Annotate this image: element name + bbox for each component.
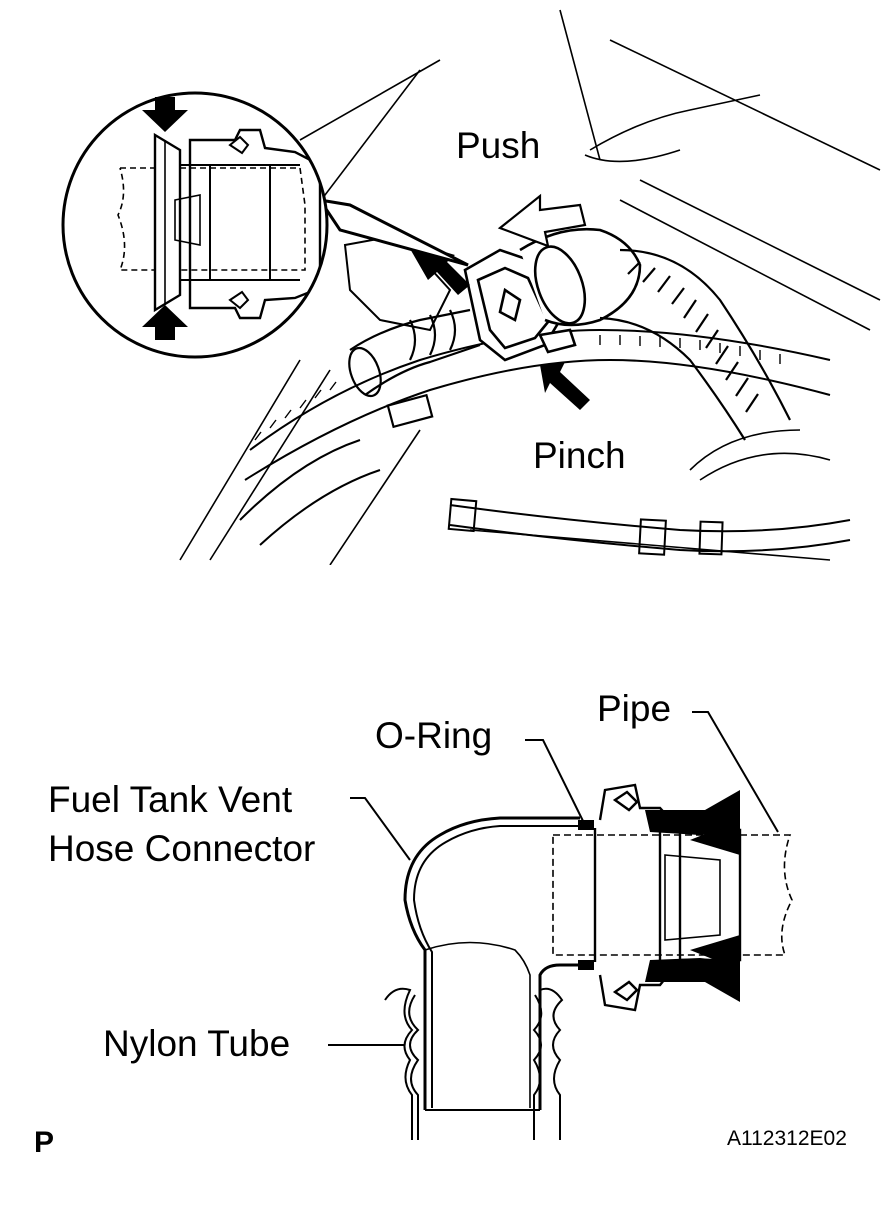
label-connector-line1: Fuel Tank Vent <box>48 779 293 820</box>
magnifier-detail <box>61 91 329 359</box>
pinch-arrow-lower <box>540 362 590 410</box>
top-illustration <box>179 9 881 565</box>
retainer-section <box>593 783 742 1012</box>
nylon-tube-top <box>348 308 481 429</box>
label-connector-line2: Hose Connector <box>48 828 316 869</box>
figure-code: A112312E02 <box>727 1127 847 1150</box>
leader-pipe <box>692 711 779 833</box>
label-pinch: Pinch <box>533 435 626 476</box>
cross-section <box>328 711 793 1140</box>
leader-o-ring <box>525 739 586 826</box>
label-push: Push <box>456 125 541 166</box>
o-ring-section <box>578 820 594 970</box>
label-pipe: Pipe <box>597 688 672 729</box>
magnifier-arrow-bottom <box>142 305 188 340</box>
pipe-section <box>552 834 793 956</box>
corner-letter: P <box>34 1126 55 1159</box>
magnifier-arrow-top <box>142 97 188 132</box>
wire-harness-bottom <box>447 497 851 556</box>
label-nylon-tube: Nylon Tube <box>103 1023 291 1064</box>
vent-hose-top <box>599 248 791 441</box>
leader-connector <box>350 797 411 861</box>
retainer-clip-top <box>645 790 740 835</box>
magnifier-leader <box>316 197 469 267</box>
vent-hose-connector-top <box>463 227 642 362</box>
connector-elbow-section <box>403 816 580 1110</box>
retainer-clip-bottom <box>645 958 740 1002</box>
nylon-tube-section <box>384 987 564 1140</box>
push-arrow <box>497 193 587 248</box>
label-o-ring: O-Ring <box>375 715 493 756</box>
wire-loom-corrugations <box>254 335 781 441</box>
